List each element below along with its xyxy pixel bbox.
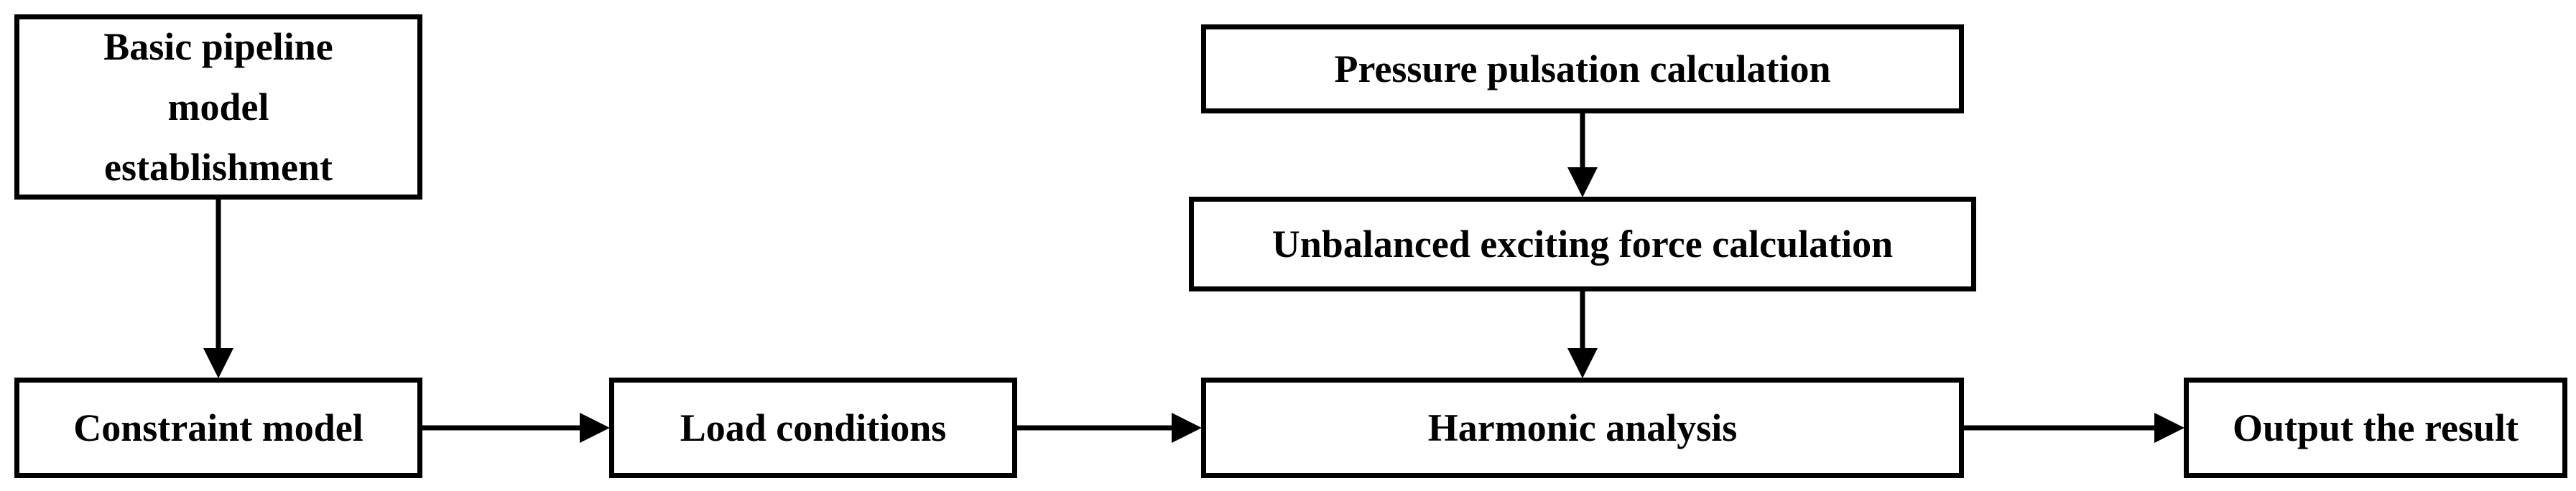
- node-basic-pipeline-model: Basic pipeline model establishment: [14, 14, 422, 200]
- node-harmonic-analysis: Harmonic analysis: [1201, 378, 1964, 478]
- node-output-result: Output the result: [2184, 378, 2567, 478]
- node-unbalanced-exciting-force-calculation: Unbalanced exciting force calculation: [1189, 197, 1976, 291]
- node-pressure-pulsation-calculation: Pressure pulsation calculation: [1201, 24, 1964, 113]
- node-load-conditions: Load conditions: [609, 378, 1017, 478]
- node-constraint-model: Constraint model: [14, 378, 422, 478]
